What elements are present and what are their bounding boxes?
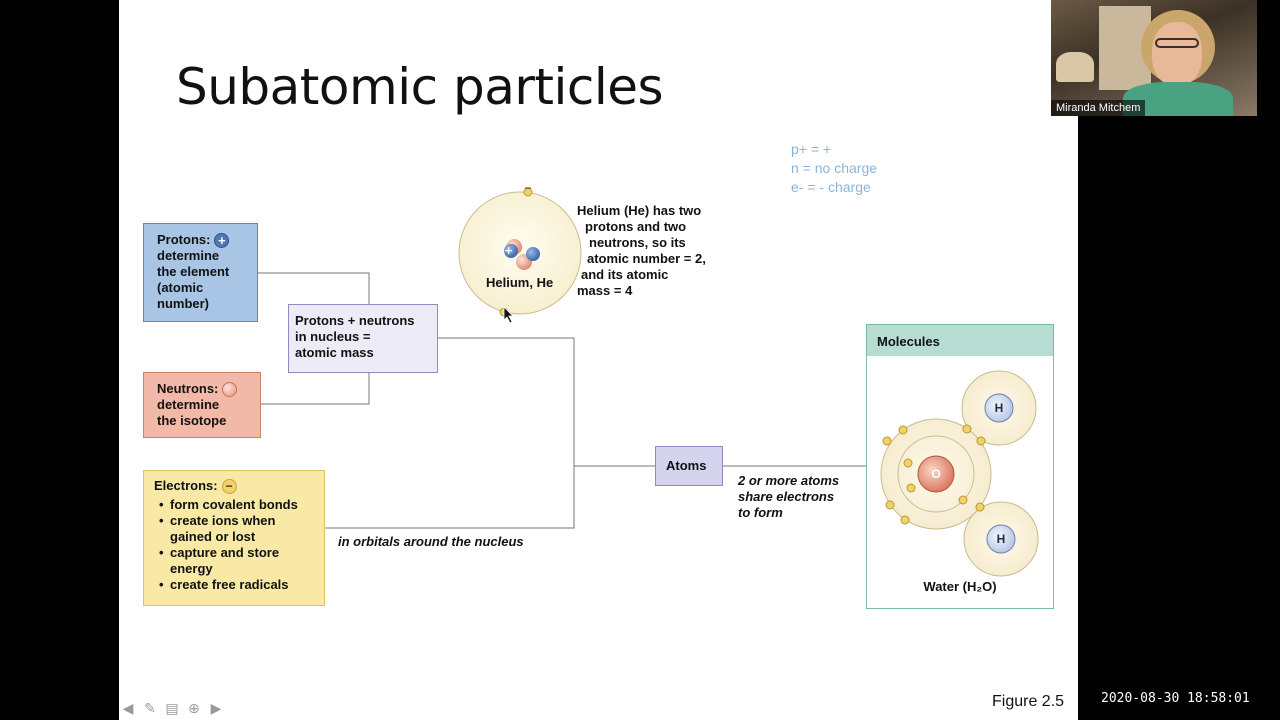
connector-protons <box>258 272 370 304</box>
proton-particle <box>504 244 518 258</box>
electrons-label: Electrons: <box>154 478 218 493</box>
slide: Subatomic particles p+ = + n = no charge… <box>119 0 1078 720</box>
molecules-box: Molecules Water (H₂O) <box>866 324 1054 609</box>
electron-particle <box>523 187 533 197</box>
minus-icon: − <box>221 479 237 495</box>
helium-label: Helium, He <box>486 275 554 290</box>
plus-icon: + <box>214 233 230 249</box>
proton-charge: + <box>504 257 514 270</box>
helium-caption-line: atomic number = 2, <box>587 251 706 266</box>
share-label-line: share electrons <box>738 489 835 504</box>
proton-charge: + <box>504 244 514 257</box>
nucleus-line: in nucleus = <box>295 329 371 344</box>
neutrons-label: Neutrons: <box>157 381 219 396</box>
helium-caption-line: and its atomic <box>581 267 669 282</box>
helium-nucleus-charges: ++ <box>504 244 536 270</box>
protons-line: number) <box>157 296 209 312</box>
list-item: form covalent bonds <box>154 497 318 513</box>
proton-particle <box>526 247 540 261</box>
share-label-line: 2 or more atoms <box>738 473 840 488</box>
connector-neutrons <box>261 373 370 405</box>
water-molecule <box>880 370 1039 577</box>
nucleus-line: atomic mass <box>295 345 374 360</box>
charge-note-line: n = no charge <box>791 160 878 176</box>
helium-atom <box>458 187 582 317</box>
protons-line: determine <box>157 248 220 264</box>
helium-caption-line: neutrons, so its <box>589 235 686 250</box>
charge-note-line: e- = - charge <box>791 179 871 195</box>
charge-note: p+ = + n = no charge e- = - charge <box>791 140 877 197</box>
atoms-box: Atoms <box>655 446 723 486</box>
nucleus-box: Protons + neutrons in nucleus = atomic m… <box>288 304 438 373</box>
protons-box: Protons:+ determine the element (atomic … <box>143 223 258 322</box>
figure-label: Figure 2.5 <box>992 693 1065 710</box>
share-label-line: to form <box>738 505 783 520</box>
electrons-bullets: form covalent bonds create ions when gai… <box>154 497 318 593</box>
list-item: create ions when gained or lost <box>154 513 318 545</box>
list-item: create free radicals <box>154 577 318 593</box>
charge-note-line: p+ = + <box>791 141 832 157</box>
recording-timestamp: 2020-08-30 18:58:01 <box>1101 691 1250 706</box>
slide-title: Subatomic particles <box>176 58 664 116</box>
protons-label: Protons: <box>157 232 211 247</box>
molecules-header: Molecules <box>867 325 1053 356</box>
oxygen-label: O <box>931 467 941 481</box>
pen-icon[interactable]: ✎ <box>144 699 156 716</box>
zoom-icon[interactable]: ⊕ <box>188 699 200 716</box>
protons-line: (atomic <box>157 280 204 296</box>
neutron-icon <box>222 382 238 398</box>
mouse-cursor-icon <box>503 306 514 324</box>
neutrons-line: the isotope <box>157 413 227 429</box>
neutrons-box: Neutrons: determine the isotope <box>143 372 261 438</box>
participant-name: Miranda Mitchem <box>1051 100 1146 116</box>
orbitals-label: in orbitals around the nucleus <box>338 534 524 549</box>
water-caption: Water (H₂O) <box>923 579 997 594</box>
helium-caption: Helium (He) has two protons and two neut… <box>577 203 706 299</box>
hydrogen-label: H <box>994 401 1004 415</box>
protons-line: the element <box>157 264 230 280</box>
helium-caption-line: protons and two <box>585 219 687 234</box>
share-label: 2 or more atoms share electrons to form <box>738 473 839 521</box>
video-background <box>1056 52 1094 82</box>
arrow-right-icon[interactable]: ▶ <box>210 699 222 716</box>
list-item: capture and store energy <box>154 545 318 577</box>
neutrons-line: determine <box>157 397 220 413</box>
arrow-left-icon[interactable]: ◀ <box>122 699 134 716</box>
diagram-connectors <box>258 187 1039 577</box>
slide-navigation: ◀ ✎ ▤ ⊕ ▶ <box>119 697 225 719</box>
electron-charge: − <box>524 184 532 194</box>
connector-main <box>325 337 575 529</box>
webcam-video[interactable]: Miranda Mitchem <box>1051 0 1257 116</box>
electrons-box: Electrons:− form covalent bonds create i… <box>143 470 325 606</box>
hydrogen-label: H <box>996 532 1006 546</box>
helium-caption-line: Helium (He) has two <box>577 203 702 218</box>
slides-icon[interactable]: ▤ <box>165 699 179 716</box>
participant-image <box>1152 22 1202 86</box>
nucleus-line: Protons + neutrons <box>295 313 415 328</box>
helium-caption-line: mass = 4 <box>577 283 633 298</box>
participant-image <box>1155 38 1199 48</box>
